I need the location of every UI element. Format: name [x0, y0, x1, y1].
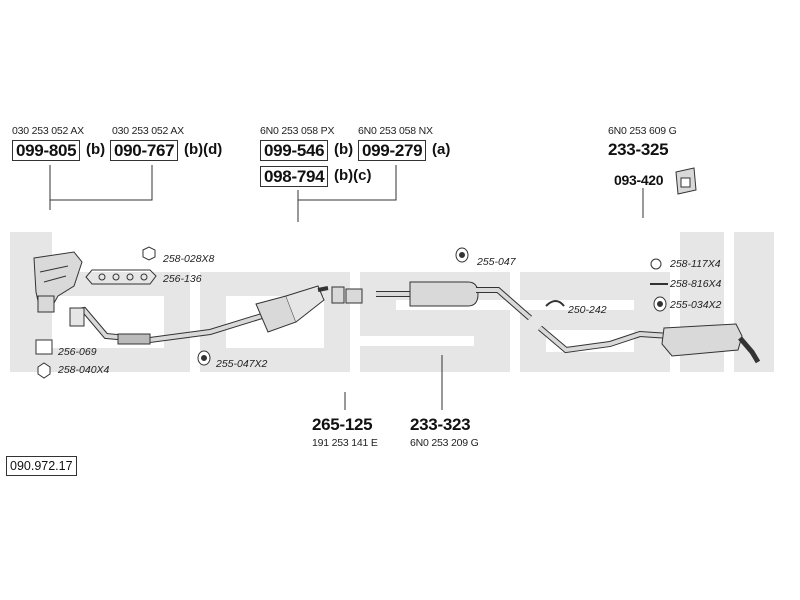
part-number-box: 099-546	[260, 140, 329, 161]
part-suffix: (a)	[432, 141, 451, 158]
clamp-icon	[545, 300, 565, 307]
part-number-box: 090-767	[110, 140, 179, 161]
hardware-label: 258-117X4	[670, 258, 721, 270]
oe-number: 6N0 253 609 G	[608, 125, 677, 137]
front-pipe	[69, 285, 329, 345]
nut-icon	[37, 362, 51, 379]
part-number-box: 099-279	[358, 140, 427, 161]
hardware-label: 255-047X2	[216, 358, 268, 370]
part-number: 233-323	[410, 415, 471, 434]
part-number-box: 099-805	[12, 140, 81, 161]
clamp-icon	[331, 286, 363, 304]
oe-number: 030 253 052 AX	[112, 125, 184, 137]
bracket-icon	[675, 167, 697, 195]
oe-number: 191 253 141 E	[312, 437, 378, 449]
oe-number: 6N0 253 209 G	[410, 437, 479, 449]
hardware-label: 255-034X2	[670, 299, 722, 311]
hardware-label: 258-816X4	[670, 278, 722, 290]
diagram-reference: 090.972.17	[6, 456, 77, 476]
hardware-label: 256-069	[58, 346, 97, 358]
oe-number: 6N0 253 058 NX	[358, 125, 433, 137]
hardware-label: 250-242	[568, 304, 607, 316]
rubber-mount-icon	[455, 247, 469, 263]
hardware-label: 256-136	[163, 273, 202, 285]
oe-number: 6N0 253 058 PX	[260, 125, 335, 137]
ring-icon	[650, 258, 662, 270]
part-suffix: (b)	[334, 141, 354, 158]
part-number: 233-325	[608, 140, 669, 159]
middle-silencer	[376, 281, 532, 321]
hardware-label: 258-040X4	[58, 364, 110, 376]
rear-silencer	[538, 323, 761, 364]
part-number: 265-125	[312, 415, 373, 434]
part-number: 093-420	[614, 172, 664, 188]
gasket-icon	[35, 339, 53, 355]
nut-icon	[142, 246, 156, 261]
rubber-mount-icon	[653, 296, 667, 312]
exhaust-manifold	[33, 251, 83, 313]
hardware-label: 258-028X8	[163, 253, 215, 265]
oe-number: 030 253 052 AX	[12, 125, 84, 137]
part-suffix: (b)(c)	[334, 167, 372, 184]
part-suffix: (b)	[86, 141, 106, 158]
rubber-mount-icon	[197, 350, 211, 366]
part-suffix: (b)(d)	[184, 141, 223, 158]
part-number-box: 098-794	[260, 166, 329, 187]
callout-lines	[49, 165, 644, 410]
manifold-gasket	[85, 269, 157, 285]
hardware-label: 255-047	[477, 256, 516, 268]
